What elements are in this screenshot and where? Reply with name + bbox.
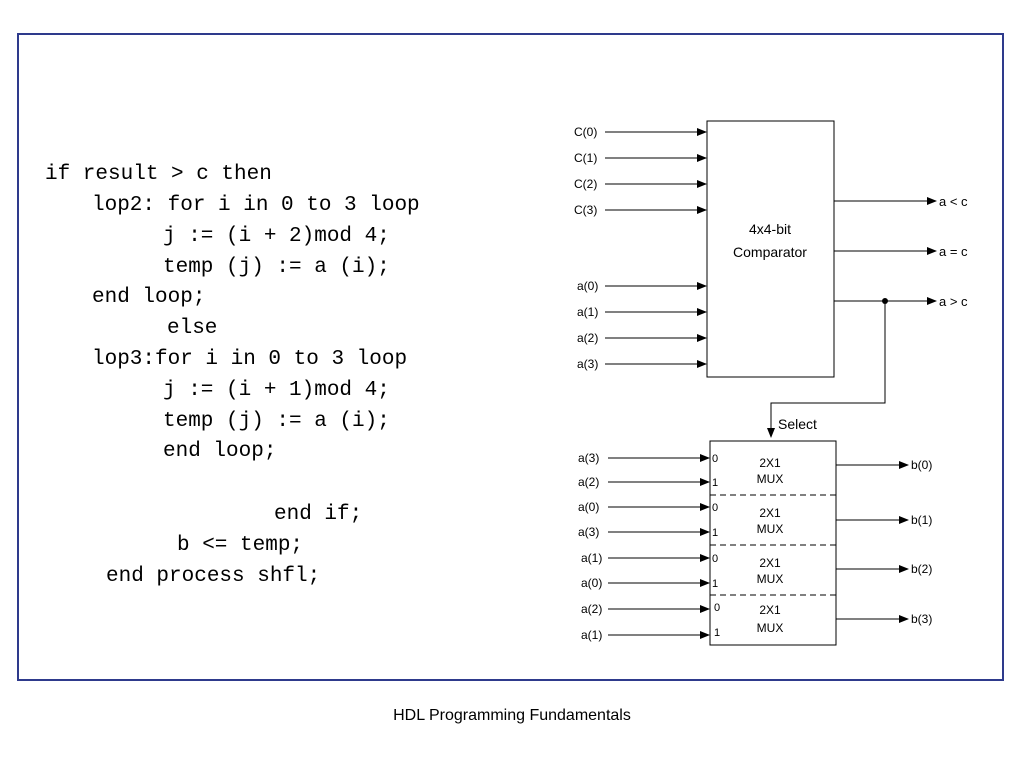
mux-input-label: a(1) [581, 628, 602, 642]
code-line: if result > c then [45, 163, 272, 186]
code-line: temp (j) := a (i); [163, 410, 390, 433]
mux-port-label: 0 [712, 502, 718, 514]
code-line: lop2: for i in 0 to 3 loop [92, 194, 420, 217]
code-line: end loop; [163, 440, 277, 463]
mux-port-label: 1 [712, 527, 718, 539]
comparator-a-inputs: a(0) a(1) a(2) a(3) [577, 279, 707, 371]
mux-output-label: b(2) [911, 562, 932, 576]
code-line: end if; [274, 503, 363, 526]
code-line: j := (i + 1)mod 4; [163, 379, 390, 402]
mux-port-label: 0 [712, 553, 718, 565]
input-label: C(1) [574, 151, 597, 165]
input-label: C(2) [574, 177, 597, 191]
mux-input-label: a(0) [578, 500, 599, 514]
select-wire [767, 301, 886, 438]
mux-port-label: 1 [712, 477, 718, 489]
mux-label: MUX [757, 472, 784, 486]
mux-unit: 2X1 MUX a(3) 0 a(2) 1 b(0) [578, 451, 932, 489]
comparator-title: Comparator [733, 244, 807, 260]
input-label: C(0) [574, 125, 597, 139]
mux-label: 2X1 [759, 506, 781, 520]
code-line: end process shfl; [106, 565, 321, 588]
input-label: a(1) [577, 305, 598, 319]
mux-input-label: a(3) [578, 525, 599, 539]
comparator-box [706, 120, 835, 378]
comparator-c-inputs: C(0) C(1) C(2) C(3) [574, 125, 707, 217]
mux-unit: 2X1 MUX a(1) 0 a(0) 1 b(2) [581, 551, 932, 590]
code-line: temp (j) := a (i); [163, 256, 390, 279]
mux-output-label: b(1) [911, 513, 932, 527]
slide-frame [17, 33, 1004, 681]
mux-label: MUX [757, 522, 784, 536]
mux-label: MUX [757, 572, 784, 586]
mux-unit: 2X1 MUX a(2) 0 a(1) 1 b(3) [581, 602, 932, 642]
input-label: C(3) [574, 203, 597, 217]
input-label: a(3) [577, 357, 598, 371]
mux-label: 2X1 [759, 456, 781, 470]
mux-input-label: a(1) [581, 551, 602, 565]
footer-title: HDL Programming Fundamentals [393, 707, 631, 724]
mux-label: MUX [757, 621, 784, 635]
code-line: end loop; [92, 286, 206, 309]
code-line: lop3:for i in 0 to 3 loop [92, 348, 408, 371]
mux-port-label: 0 [714, 602, 720, 614]
output-label: a = c [939, 244, 968, 259]
code-block: if result > c then lop2: for i in 0 to 3… [45, 163, 420, 588]
mux-output-label: b(0) [911, 458, 932, 472]
code-line: b <= temp; [177, 534, 304, 557]
select-label: Select [778, 416, 817, 432]
mux-output-label: b(3) [911, 612, 932, 626]
output-label: a < c [939, 194, 968, 209]
mux-input-label: a(3) [578, 451, 599, 465]
input-label: a(2) [577, 331, 598, 345]
mux-input-label: a(2) [578, 475, 599, 489]
mux-port-label: 0 [712, 453, 718, 465]
mux-port-label: 1 [712, 578, 718, 590]
mux-input-label: a(0) [581, 576, 602, 590]
mux-label: 2X1 [759, 603, 781, 617]
output-label: a > c [939, 294, 968, 309]
mux-block [709, 440, 837, 646]
mux-port-label: 1 [714, 627, 720, 639]
code-line: j := (i + 2)mod 4; [163, 225, 390, 248]
mux-label: 2X1 [759, 556, 781, 570]
code-line: else [167, 317, 218, 340]
mux-unit: 2X1 MUX a(0) 0 a(3) 1 b(1) [578, 500, 932, 539]
mux-input-label: a(2) [581, 602, 602, 616]
comparator-title: 4x4-bit [749, 221, 791, 237]
comparator-outputs: a < c a = c a > c [834, 194, 968, 309]
input-label: a(0) [577, 279, 598, 293]
